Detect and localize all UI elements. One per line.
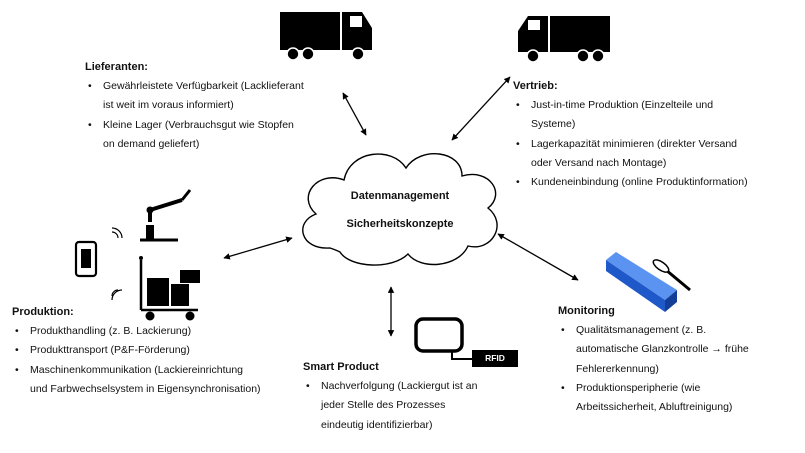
list-item: Nachverfolgung (Lackiergut ist an jeder … [303,377,477,435]
connector-arrows [223,76,579,337]
list-item: Produkthandling (z. B. Lackierung) [12,322,261,341]
lieferanten-block: Lieferanten: Gewährleistete Verfügbarkei… [85,58,304,154]
inspection-tool-icon [652,259,691,292]
central-cloud [302,153,498,266]
wireless-signal-icon [111,227,123,239]
robot-arm-icon [140,189,192,242]
vertrieb-block: Vertrieb: Just-in-time Produktion (Einze… [513,77,748,192]
smart-product-block: Smart Product Nachverfolgung (Lackiergut… [303,358,477,435]
monitoring-title: Monitoring [558,305,615,317]
arrow-monitoring-cloud [497,233,579,281]
rfid-label: RFID [472,350,518,367]
cloud-label-sicherheitskonzepte: Sicherheitskonzepte [346,218,454,230]
smart-product-title: Smart Product [303,361,379,373]
cloud-label-datenmanagement: Datenmanagement [350,190,450,202]
list-item: Gewährleistete Verfügbarkeit (Lackliefer… [85,77,304,115]
truck-icon [518,16,610,63]
truck-icon [280,12,372,61]
list-item: Maschinenkommunikation (Lackiereinrichtu… [12,361,261,399]
transport-cart-icon [139,256,200,321]
list-item: Produktionsperipherie (wie Arbeitssicher… [558,379,749,417]
list-item: Kleine Lager (Verbrauchsgut wie Stopfen … [85,116,304,154]
arrow-lieferanten-cloud [342,92,367,136]
painted-part-icon [606,252,677,312]
wireless-signal-icon [111,289,123,301]
list-item: Kundeneinbindung (online Produktinformat… [513,173,748,192]
produktion-title: Produktion: [12,306,74,318]
arrow-produktion-cloud [223,236,293,260]
vertrieb-title: Vertrieb: [513,80,558,92]
list-item: Just-in-time Produktion (Einzelteile und… [513,96,748,134]
list-item: Qualitätsmanagement (z. B. automatische … [558,321,749,379]
list-item: Lagerkapazität minimieren (direkter Vers… [513,135,748,173]
rfid-tag-icon [414,317,472,360]
arrow-vertrieb-cloud [451,76,511,141]
monitoring-block: Monitoring Qualitätsmanagement (z. B. au… [558,302,749,417]
smartphone-icon [74,240,98,278]
lieferanten-title: Lieferanten: [85,61,148,73]
produktion-block: Produktion: Produkthandling (z. B. Lacki… [12,303,261,399]
list-item: Produkttransport (P&F-Förderung) [12,341,261,360]
